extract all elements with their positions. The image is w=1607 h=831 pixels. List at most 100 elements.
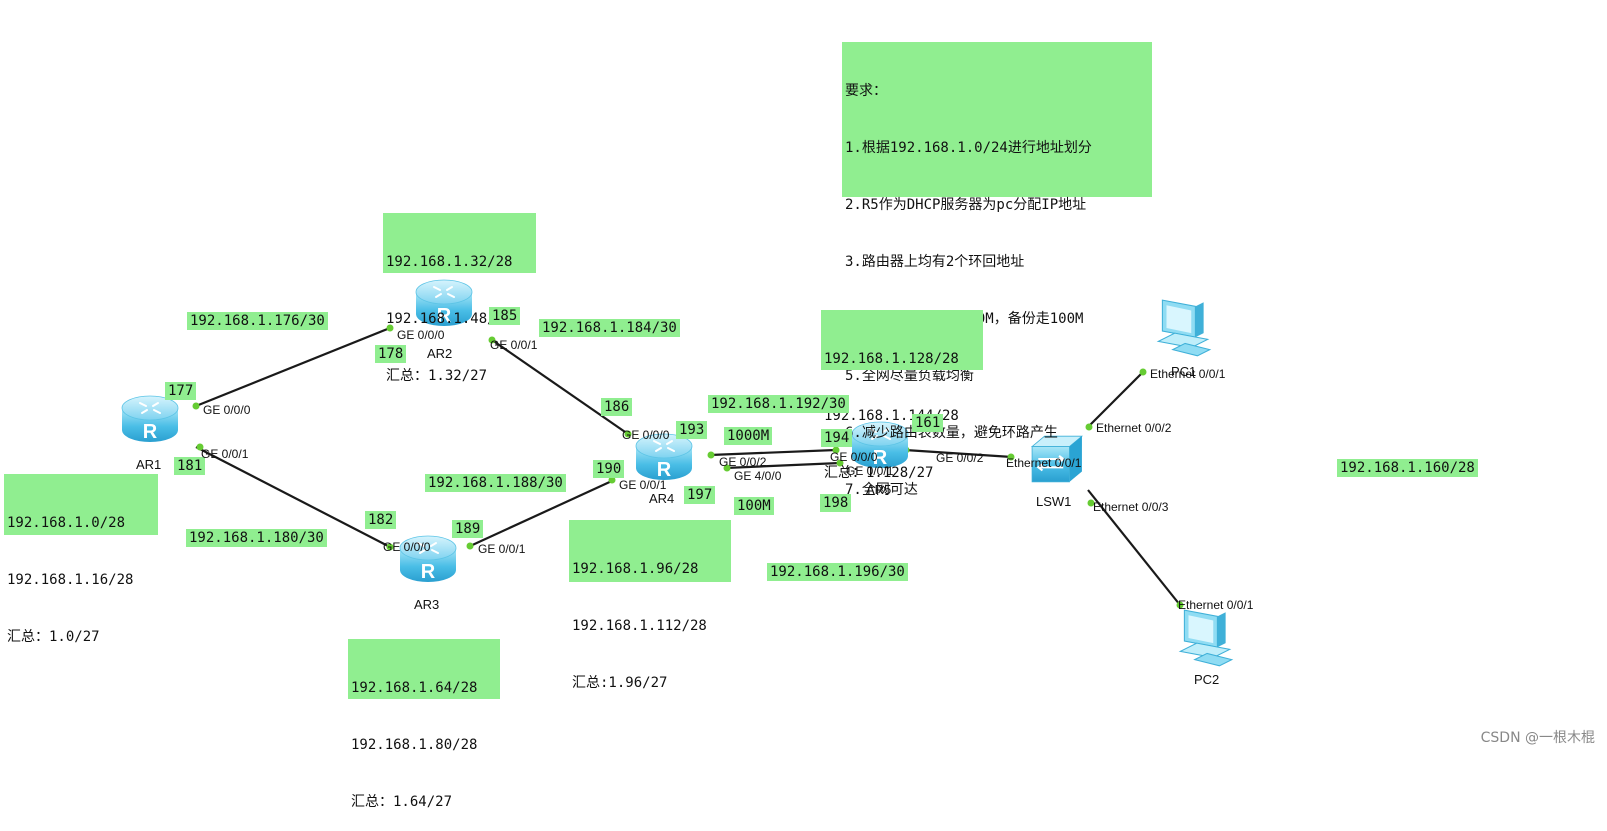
loopback-line: 192.168.1.80/28 [351, 737, 478, 753]
host-id-tag: 185 [489, 307, 521, 325]
loopback-summary: 汇总:1.96/27 [572, 675, 668, 691]
requirements-title: 要求： [845, 83, 887, 99]
links [195, 326, 1181, 606]
subnet-ar2-ar4: 192.168.1.184/30 [539, 319, 680, 337]
link-ar2-ar4 [491, 339, 629, 435]
link-lsw1-pc2 [1087, 489, 1181, 606]
requirement-item: 3.路由器上均有2个环回地址 [845, 254, 1025, 270]
loopback-line: 192.168.1.64/28 [351, 680, 478, 696]
port-dot [608, 476, 616, 484]
requirement-item: 1.根据192.168.1.0/24进行地址划分 [845, 140, 1092, 156]
port-dot [624, 430, 632, 438]
host-id-tag: 193 [676, 421, 708, 439]
topology-canvas: R [121, 279, 1233, 667]
loopback-line: 192.168.1.16/28 [7, 572, 134, 588]
port-label: GE 0/0/2 [719, 455, 767, 469]
port-dot [488, 336, 496, 344]
host-id-tag: 186 [601, 398, 633, 416]
port-label: GE 0/0/1 [619, 478, 667, 492]
ar2-loopback-note: 192.168.1.32/28 192.168.1.48/28 汇总：1.32/… [383, 213, 536, 384]
port-dot [386, 543, 394, 551]
subnet-ar1-ar2: 192.168.1.176/30 [187, 312, 328, 330]
loopback-line: 192.168.1.48/28 [386, 311, 513, 327]
subnet-pc-lan: 192.168.1.160/28 [1337, 459, 1478, 477]
port-label: Ethernet 0/0/2 [1096, 421, 1172, 435]
port-dot [192, 402, 200, 410]
port-label: Ethernet 0/0/1 [1006, 456, 1082, 470]
pc1-icon[interactable] [1157, 299, 1211, 357]
host-id-tag: 178 [375, 345, 407, 363]
link-ar1-ar3 [195, 446, 391, 548]
port-label: GE 0/0/0 [383, 540, 431, 554]
host-id-tag: 189 [452, 520, 484, 538]
port-dot [1085, 423, 1093, 431]
port-dot [1087, 499, 1095, 507]
host-id-tag: 181 [174, 457, 206, 475]
loopback-line: 192.168.1.32/28 [386, 254, 513, 270]
host-id-tag: 197 [684, 486, 716, 504]
loopback-summary: 汇总：1.128/27 [824, 465, 934, 481]
port-label: GE 0/0/2 [936, 451, 984, 465]
port-label: GE 0/0/1 [846, 464, 894, 478]
bandwidth-main-tag: 1000M [724, 427, 773, 445]
port-dot [196, 443, 204, 451]
port-dot [1139, 368, 1147, 376]
loopback-line: 192.168.1.128/28 [824, 351, 959, 367]
loopback-line: 192.168.1.96/28 [572, 561, 699, 577]
ar3-loopback-note: 192.168.1.64/28 192.168.1.80/28 汇总：1.64/… [348, 639, 500, 810]
requirement-item: 5.全网尽量负载均衡 [845, 368, 974, 384]
port-label: Ethernet 0/0/1 [1178, 598, 1254, 612]
host-id-tag: 190 [593, 460, 625, 478]
host-id-tag: 161 [912, 414, 944, 432]
port-label: Ethernet 0/0/3 [1093, 500, 1169, 514]
port-label: GE 0/0/0 [830, 450, 878, 464]
ar5-loopback-note: 192.168.1.128/28 192.168.1.144/28 汇总：1.1… [821, 310, 983, 481]
device-name-lsw1: LSW1 [1036, 494, 1072, 509]
device-name-ar2: AR2 [427, 346, 453, 361]
port-label: GE 0/0/0 [622, 428, 670, 442]
pc2-icon[interactable] [1179, 609, 1233, 667]
port-dot [836, 459, 844, 467]
link-ar3-ar4 [467, 479, 615, 548]
router-ar1-icon[interactable] [121, 395, 179, 444]
device-name-ar5: AR5 [866, 482, 892, 497]
port-dot [707, 451, 715, 459]
port-dot [1176, 601, 1184, 609]
host-id-tag: 177 [165, 382, 197, 400]
device-name-pc2: PC2 [1194, 672, 1220, 687]
host-id-tag: 194 [821, 429, 853, 447]
bandwidth-backup-tag: 100M [734, 497, 774, 515]
device-name-pc1: PC1 [1171, 364, 1197, 379]
link-ar4-ar5-backup [724, 461, 841, 470]
ar1-loopback-note: 192.168.1.0/28 192.168.1.16/28 汇总：1.0/27 [4, 474, 158, 645]
requirement-item: 2.R5作为DHCP服务器为pc分配IP地址 [845, 197, 1087, 213]
port-dot [466, 542, 474, 550]
requirement-item: 7.全网可达 [845, 482, 918, 498]
loopback-line: 192.168.1.112/28 [572, 618, 707, 634]
loopback-line: 192.168.1.0/28 [7, 515, 126, 531]
port-label: GE 0/0/1 [478, 542, 526, 556]
device-name-ar1: AR1 [136, 457, 162, 472]
port-label: GE 0/0/0 [203, 403, 251, 417]
link-ar4-ar5-main [709, 448, 837, 457]
host-id-tag: 198 [820, 494, 852, 512]
link-ar5-lsw1 [904, 448, 1013, 459]
link-ar1-ar2 [195, 326, 391, 408]
requirement-item: 6.减少路由表数量，避免环路产生 [845, 425, 1058, 441]
subnet-ar4-ar5-backup: 192.168.1.196/30 [767, 563, 908, 581]
link-lsw1-pc1 [1087, 371, 1144, 428]
port-label: Ethernet 0/0/1 [1150, 367, 1226, 381]
subnet-ar1-ar3: 192.168.1.180/30 [186, 529, 327, 547]
port-dot [386, 324, 394, 332]
ar4-loopback-note: 192.168.1.96/28 192.168.1.112/28 汇总:1.96… [569, 520, 731, 691]
subnet-ar3-ar4: 192.168.1.188/30 [425, 474, 566, 492]
loopback-summary: 汇总：1.32/27 [386, 368, 488, 384]
port-dots [192, 324, 1184, 609]
loopback-summary: 汇总：1.64/27 [351, 794, 453, 810]
requirements-note: 要求： 1.根据192.168.1.0/24进行地址划分 2.R5作为DHCP服… [842, 42, 1152, 498]
port-dot [832, 446, 840, 454]
subnet-ar4-ar5-main: 192.168.1.192/30 [708, 395, 849, 413]
port-dot [723, 464, 731, 472]
host-id-tag: 182 [365, 511, 397, 529]
port-dot [1007, 453, 1015, 461]
